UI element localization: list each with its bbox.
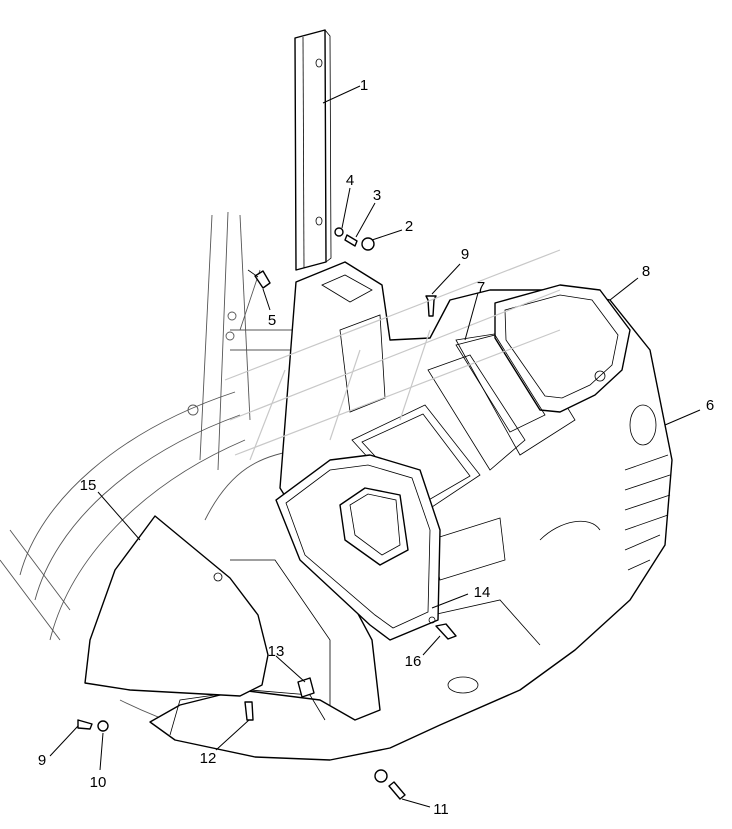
part-4-washer <box>334 227 344 237</box>
part-14-console-shroud <box>275 454 441 641</box>
bolt-12 <box>244 701 254 721</box>
watermark-logo <box>224 249 561 461</box>
callout-15: 15 <box>80 477 97 494</box>
bolt-9-bottom <box>77 719 93 730</box>
washer-10 <box>97 720 109 732</box>
part-13-clip <box>297 677 315 698</box>
part-8-lid-panel <box>494 284 631 413</box>
callout-1: 1 <box>360 77 368 94</box>
part-3-bolt <box>344 234 358 247</box>
bolt-16 <box>435 623 457 640</box>
callout-7: 7 <box>477 279 485 296</box>
part-1-vertical-bracket <box>294 29 332 271</box>
callout-13: 13 <box>268 643 285 660</box>
machine-frame <box>0 211 381 753</box>
callout-5: 5 <box>268 312 276 329</box>
leader-lines <box>49 85 701 808</box>
callout-16: 16 <box>405 653 422 670</box>
bolt-11 <box>374 769 406 800</box>
callout-9-top: 9 <box>461 246 469 263</box>
callout-10: 10 <box>90 774 107 791</box>
callout-4: 4 <box>346 172 354 189</box>
part-2-cap-nut <box>361 237 375 251</box>
callout-14: 14 <box>474 584 491 601</box>
callout-12: 12 <box>200 750 217 767</box>
callout-11: 11 <box>433 801 449 818</box>
part-5-screw <box>247 269 271 289</box>
callout-3: 3 <box>373 187 381 204</box>
callout-6: 6 <box>706 397 714 414</box>
callout-2: 2 <box>405 218 413 235</box>
callout-8: 8 <box>642 263 650 280</box>
part-15-corner-panel <box>84 515 269 697</box>
part-7-inner-frame <box>455 334 546 433</box>
callout-9-bottom: 9 <box>38 752 46 769</box>
callout-labels: 1 2 3 4 5 6 7 8 9 9 10 11 12 13 14 15 16 <box>38 77 714 818</box>
fasteners-2-3-4 <box>334 227 375 251</box>
